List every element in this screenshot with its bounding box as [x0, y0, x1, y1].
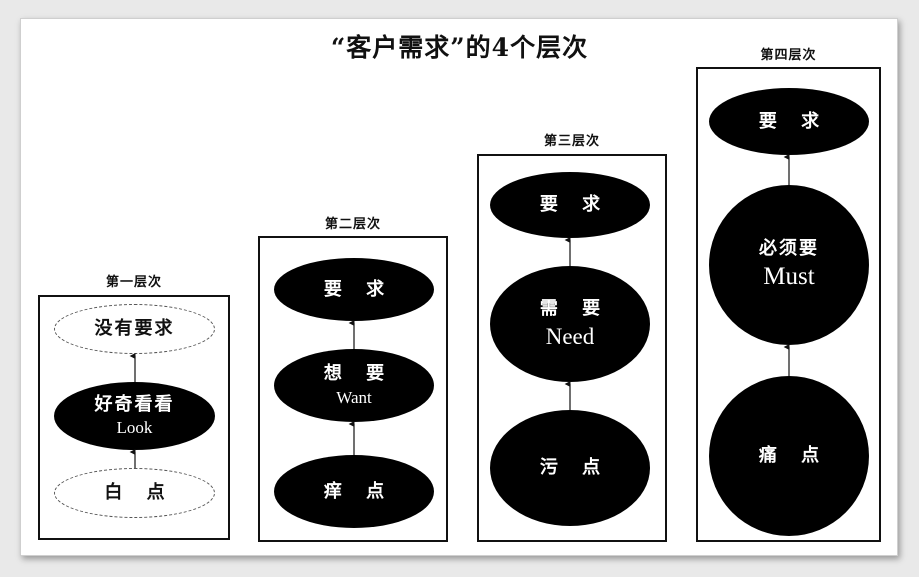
level-3-node-requirement-text: 要 求	[539, 194, 610, 216]
level-2-node-requirement-text: 要 求	[323, 278, 394, 300]
level-1-node-look: 好奇看看 Look	[54, 382, 215, 450]
level-4-node-must-cn: 必须要	[759, 237, 819, 259]
level-4-node-requirement-text: 要 求	[758, 110, 829, 132]
level-4-node-must: 必须要 Must	[709, 185, 869, 345]
level-2-node-want-cn: 想 要	[323, 363, 394, 384]
level-1-node-no-requirement-text: 没有要求	[94, 318, 175, 340]
level-3-node-stain-point: 污 点	[490, 410, 650, 526]
level-2-node-want-en: Want	[336, 387, 372, 407]
level-4-label: 第四层次	[760, 48, 817, 63]
level-1-node-look-cn: 好奇看看	[94, 393, 175, 415]
level-3-label: 第三层次	[543, 134, 600, 149]
level-2-node-want: 想 要 Want	[274, 349, 434, 422]
level-2-node-itch-point-text: 痒 点	[323, 480, 394, 502]
level-2-node-itch-point: 痒 点	[274, 455, 434, 528]
level-1-node-no-requirement: 没有要求	[54, 304, 215, 354]
level-2-node-requirement: 要 求	[274, 258, 434, 321]
level-3-node-stain-point-text: 污 点	[539, 457, 610, 479]
level-4-node-pain-point-text: 痛 点	[758, 445, 829, 467]
level-3-node-need-cn: 需 要	[539, 297, 610, 319]
level-3-node-requirement: 要 求	[490, 172, 650, 238]
level-4-node-pain-point: 痛 点	[709, 376, 869, 536]
level-4-node-requirement: 要 求	[709, 88, 869, 155]
level-3-node-need-en: Need	[545, 323, 595, 349]
level-2-label: 第二层次	[324, 217, 381, 232]
level-1-node-white-point: 白 点	[54, 468, 215, 518]
diagram-title: “客户需求”的4个层次	[330, 33, 589, 62]
level-1-node-white-point-text: 白 点	[104, 482, 174, 504]
level-4-node-must-en: Must	[763, 263, 815, 291]
level-1-node-look-en: Look	[116, 418, 153, 438]
level-3-node-need: 需 要 Need	[490, 266, 650, 382]
level-1-label: 第一层次	[105, 275, 162, 290]
